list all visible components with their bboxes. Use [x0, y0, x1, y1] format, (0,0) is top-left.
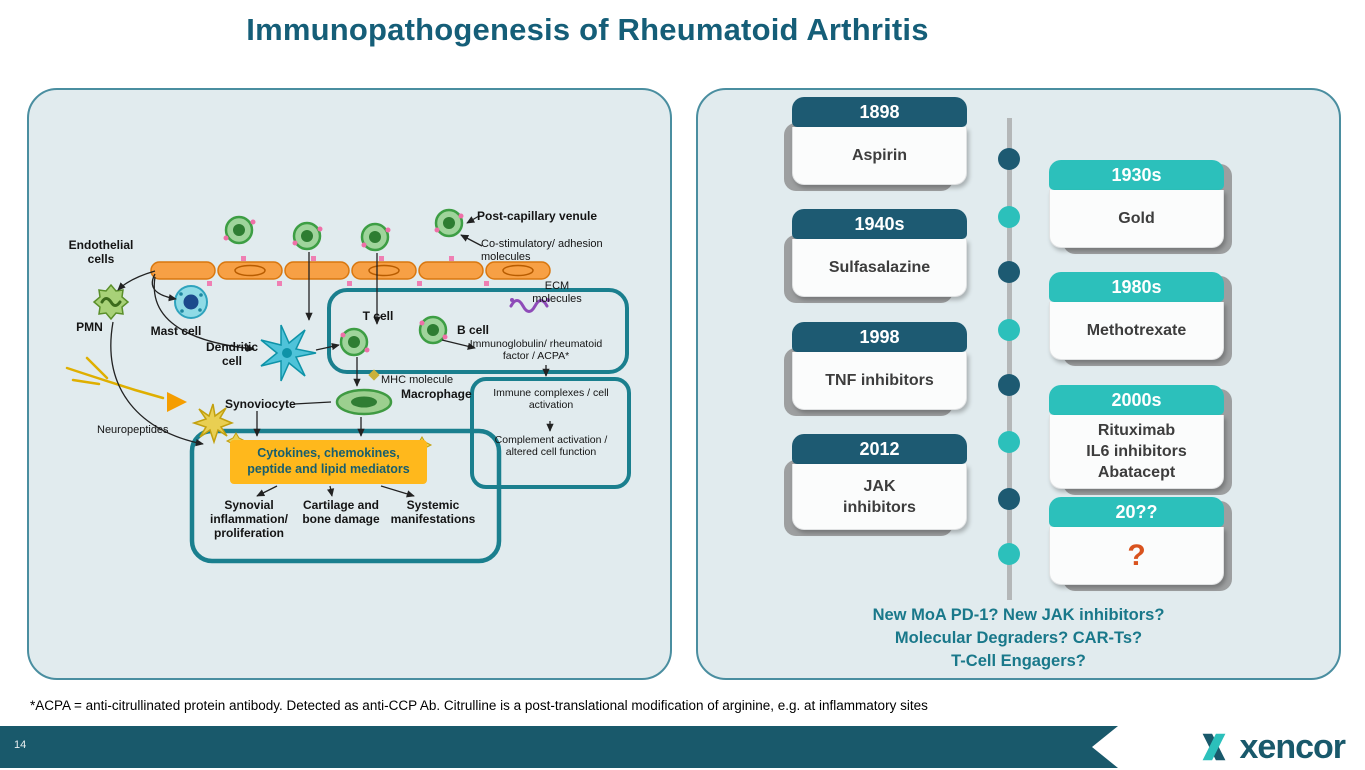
- label-b-cell: B cell: [456, 323, 489, 337]
- timeline-dot-1898: [998, 148, 1020, 170]
- synoviocyte-macrophage-link: [293, 401, 332, 405]
- timeline-card-line: Abatacept: [1097, 464, 1176, 481]
- timeline-card-line: Sulfasalazine: [828, 259, 931, 276]
- timeline-dot-1930s: [998, 206, 1020, 228]
- timeline-card: Rituximab IL6 inhibitors Abatacept: [1049, 415, 1224, 489]
- label-dendritic-cell: Dendritic cell: [205, 340, 258, 369]
- timeline-entry-1980s: 1980s Methotrexate: [1049, 272, 1232, 366]
- timeline-year: 1980s: [1049, 272, 1224, 302]
- label-immunoglobulin: Immunoglobulin/ rheumatoid factor / ACPA…: [469, 338, 603, 363]
- timeline-entry-1898: 1898 Aspirin: [784, 97, 967, 191]
- timeline-card-line: Methotrexate: [1086, 322, 1187, 339]
- timeline-card-line: Gold: [1118, 210, 1155, 227]
- dendritic-cell-shape: [260, 324, 317, 382]
- timeline-card-line: IL6 inhibitors: [1086, 443, 1187, 460]
- xencor-logo-mark: [1202, 733, 1225, 761]
- page-number: 14: [14, 739, 27, 751]
- label-immune-complexes: Immune complexes / cell activation: [493, 387, 609, 412]
- pathway-illustration: [65, 208, 631, 564]
- cytokines-mediators-box: Cytokines, chemokines, peptide and lipid…: [230, 440, 427, 484]
- timeline-dot-future: [998, 543, 1020, 565]
- label-macrophage: Macrophage: [401, 387, 472, 401]
- label-outcome-synovial: Synovial inflammation/ proliferation: [209, 498, 288, 541]
- label-synoviocyte: Synoviocyte: [225, 397, 296, 411]
- xencor-logo: xencor: [1195, 724, 1346, 770]
- future-line: Molecular Degraders? CAR-Ts?: [894, 629, 1143, 647]
- label-post-capillary-venule: Post-capillary venule: [477, 209, 598, 223]
- pathway-panel: Post-capillary venule Co-stimulatory/ ad…: [27, 88, 672, 680]
- timeline-card: Gold: [1049, 190, 1224, 248]
- timeline-card-line: TNF inhibitors: [825, 372, 934, 389]
- timeline-card: Sulfasalazine: [792, 239, 967, 297]
- neuropeptides-shape: [65, 356, 187, 412]
- costimulatory-dots: [223, 213, 464, 353]
- timeline-entry-1930s: 1930s Gold: [1049, 160, 1232, 254]
- macrophage-shape: [335, 388, 393, 416]
- timeline-dot-1940s: [998, 261, 1020, 283]
- timeline-axis: [1007, 118, 1012, 600]
- future-therapies-text: New MoA PD-1? New JAK inhibitors? Molecu…: [698, 604, 1339, 673]
- timeline-card: TNF inhibitors: [792, 352, 967, 410]
- timeline-year: 1930s: [1049, 160, 1224, 190]
- timeline-dot-1998: [998, 374, 1020, 396]
- footer-bar: 14: [0, 726, 1118, 768]
- timeline-year: 20??: [1049, 497, 1224, 527]
- pmn-cell: [92, 283, 130, 321]
- label-ecm-molecules: ECM molecules: [532, 280, 582, 305]
- timeline-card: Methotrexate: [1049, 302, 1224, 360]
- timeline-year: 2000s: [1049, 385, 1224, 415]
- label-mast-cell: Mast cell: [150, 324, 202, 338]
- timeline-year: 1998: [792, 322, 967, 352]
- pathway-group-outlines: [189, 288, 631, 564]
- timeline-year: 1898: [792, 97, 967, 127]
- timeline-dot-2000s: [998, 431, 1020, 453]
- timeline-card-line: Rituximab: [1097, 422, 1176, 439]
- timeline-entry-1998: 1998 TNF inhibitors: [784, 322, 967, 416]
- mhc-molecule-glyph: [368, 369, 380, 381]
- label-co-stimulatory: Co-stimulatory/ adhesion molecules: [481, 238, 603, 263]
- timeline-dot-2012: [998, 488, 1020, 510]
- label-neuropeptides: Neuropeptides: [97, 424, 169, 436]
- timeline-entry-2000s: 2000s Rituximab IL6 inhibitors Abatacept: [1049, 385, 1232, 495]
- pathway-arrows: [110, 215, 554, 498]
- xencor-logo-text: xencor: [1239, 727, 1346, 766]
- timeline-dot-1980s: [998, 319, 1020, 341]
- future-line: New MoA PD-1? New JAK inhibitors?: [872, 606, 1165, 624]
- timeline-card-line: inhibitors: [843, 498, 916, 516]
- timeline-entry-2012: 2012 JAK inhibitors: [784, 434, 967, 536]
- label-complement: Complement activation / altered cell fun…: [494, 434, 608, 459]
- label-mhc-molecule: MHC molecule: [381, 374, 454, 386]
- question-mark: ?: [1127, 538, 1146, 572]
- label-endothelial-cells: Endothelial cells: [68, 238, 134, 267]
- label-t-cell: T cell: [362, 309, 394, 323]
- mast-cell-shape: [174, 285, 208, 319]
- timeline-year: 1940s: [792, 209, 967, 239]
- page-title: Immunopathogenesis of Rheumatoid Arthrit…: [246, 12, 929, 47]
- label-outcome-cartilage: Cartilage and bone damage: [302, 498, 380, 527]
- timeline-entry-future: 20?? ?: [1049, 497, 1232, 591]
- label-outcome-systemic: Systemic manifestations: [390, 498, 476, 527]
- label-pmn: PMN: [76, 320, 103, 334]
- endothelial-layer: [150, 261, 551, 280]
- future-line: T-Cell Engagers?: [951, 652, 1086, 670]
- acpa-footnote: *ACPA = anti-citrullinated protein antib…: [30, 698, 928, 713]
- adhesion-molecules: [207, 256, 489, 286]
- timeline-entry-1940s: 1940s Sulfasalazine: [784, 209, 967, 303]
- timeline-card: ?: [1049, 527, 1224, 585]
- timeline-card: JAK inhibitors: [792, 464, 967, 530]
- timeline-card-line: JAK: [863, 477, 896, 495]
- timeline-card: Aspirin: [792, 127, 967, 185]
- ecm-molecules-shape: [509, 298, 550, 313]
- timeline-year: 2012: [792, 434, 967, 464]
- timeline-card-line: Aspirin: [851, 147, 908, 164]
- timeline-panel: 1898 Aspirin 1930s Gold 1940s Sulfasalaz…: [696, 88, 1341, 680]
